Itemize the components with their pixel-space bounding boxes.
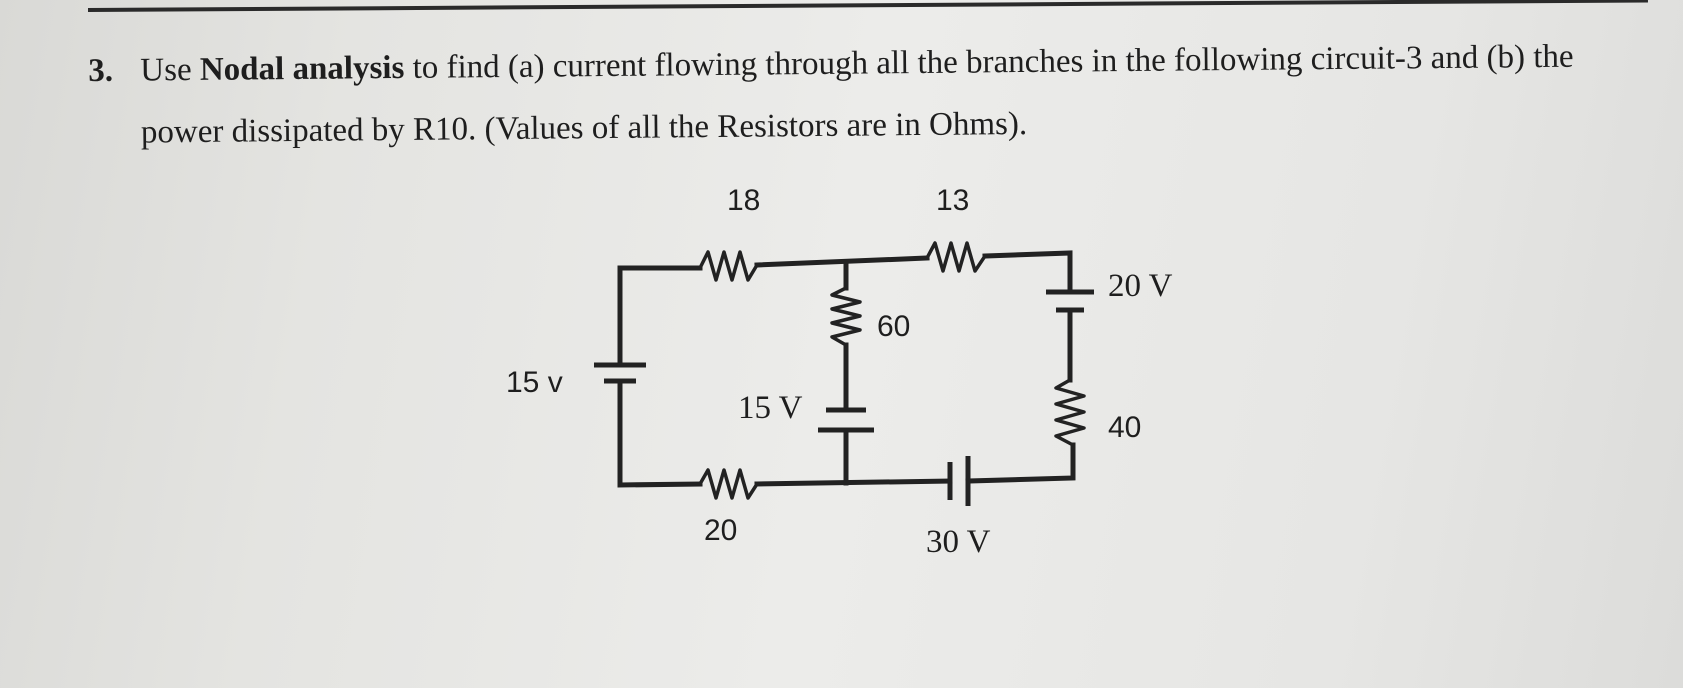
resistor-18 [698,250,759,282]
resistor-13 [925,241,987,273]
label-resistor-40: 40 [1108,411,1141,444]
resistor-40 [1054,378,1086,447]
label-source-middle: 15 V [738,390,803,426]
label-source-left: 15 v [506,366,563,399]
resistor-20 [698,468,759,500]
circuit-wires [617,250,1076,488]
label-source-top-right: 20 V [1108,268,1173,304]
voltage-source-15v-middle [818,407,874,433]
label-resistor-13: 13 [936,184,969,217]
voltage-source-30v [947,456,971,506]
label-resistor-60: 60 [877,310,910,343]
label-source-bottom: 30 V [926,524,991,560]
voltage-source-20v [1046,289,1094,313]
label-resistor-18: 18 [727,184,760,217]
voltage-source-15v-left [594,362,646,384]
label-resistor-20: 20 [704,514,737,547]
resistor-60 [830,286,862,347]
